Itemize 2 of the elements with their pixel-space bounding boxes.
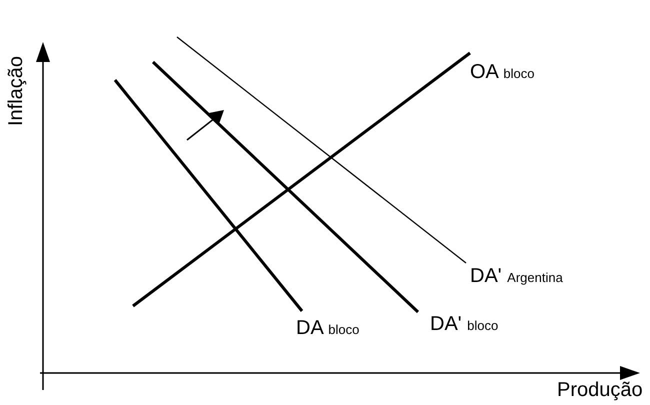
axis-or-curve-label: Inflação bbox=[6, 56, 26, 126]
axis-or-curve-label: Produção bbox=[557, 380, 643, 400]
